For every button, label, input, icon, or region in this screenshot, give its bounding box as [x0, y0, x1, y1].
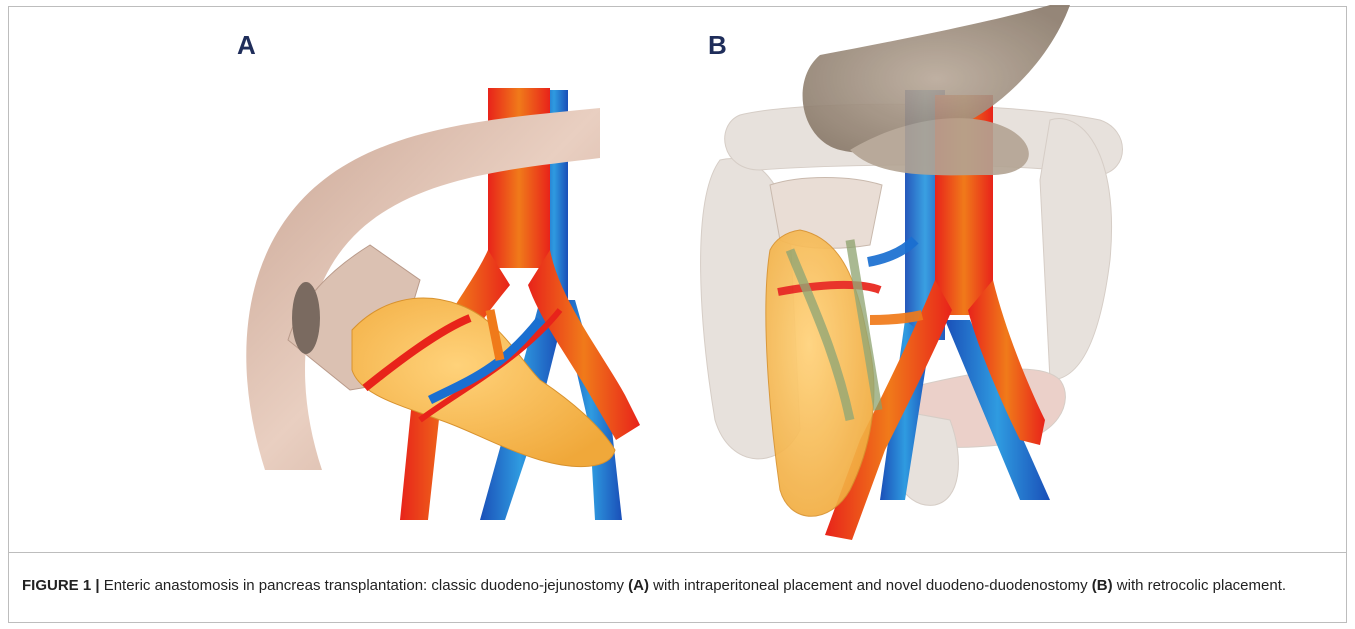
caption-text-1: Enteric anastomosis in pancreas transpla…: [100, 577, 629, 594]
figure-caption: FIGURE 1 | Enteric anastomosis in pancre…: [22, 575, 1322, 596]
panel-b-label: B: [708, 30, 727, 61]
caption-divider: [8, 552, 1347, 553]
figure-number: FIGURE 1 |: [22, 577, 100, 594]
caption-text-3: with retrocolic placement.: [1113, 577, 1286, 594]
panel-b-illustration: [701, 5, 1123, 540]
caption-ref-b: (B): [1092, 577, 1113, 594]
panel-a-label: A: [237, 30, 256, 61]
caption-ref-a: (A): [628, 577, 649, 594]
panel-a-illustration: [246, 88, 640, 520]
caption-text-2: with intraperitoneal placement and novel…: [649, 577, 1092, 594]
